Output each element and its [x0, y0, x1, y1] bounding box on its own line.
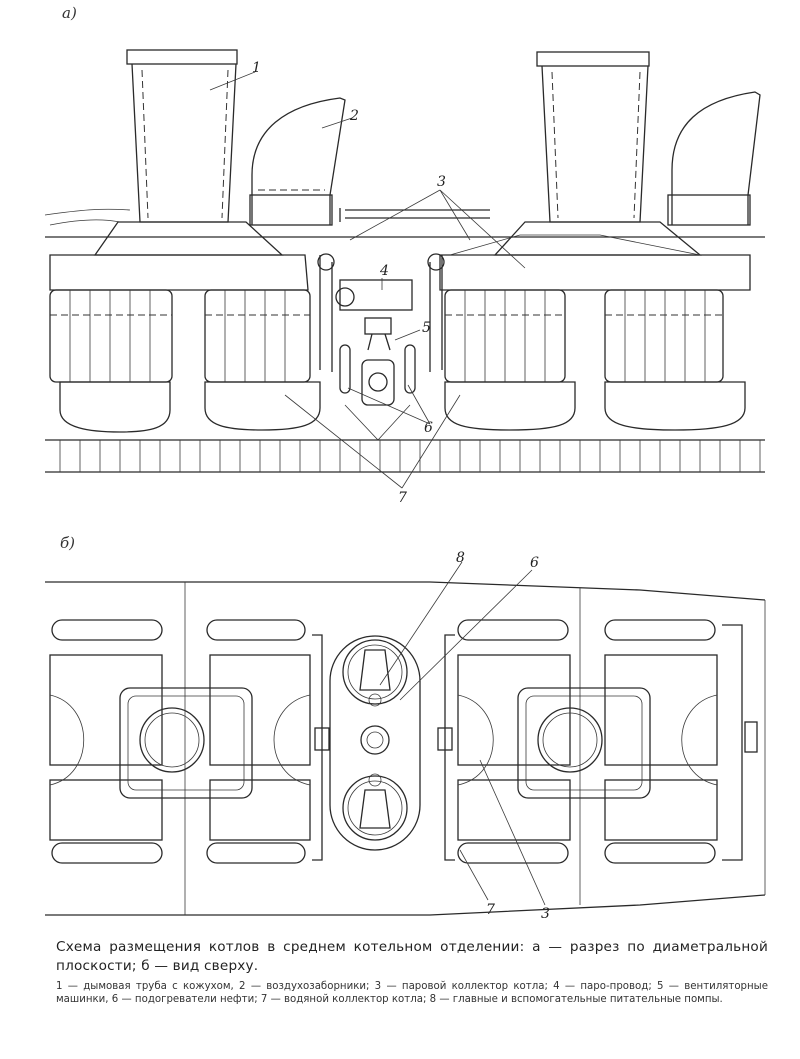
hull-bottom	[45, 894, 766, 916]
callout-b-3: 3	[541, 906, 550, 922]
funnel-left	[93, 49, 284, 256]
figure-caption: Схема размещения котлов в среднем котель…	[56, 938, 768, 1006]
boiler-group-right	[437, 619, 758, 864]
section-view: а)	[44, 4, 765, 506]
hull-top	[45, 581, 766, 601]
fan-unit	[361, 359, 395, 406]
steam-collector-hood-1	[49, 254, 309, 291]
caption-legend: 1 — дымовая труба с кожухом, 2 — воздухо…	[56, 981, 768, 1005]
oil-heater-right	[404, 344, 416, 394]
water-collectors	[59, 381, 746, 433]
double-bottom	[45, 439, 765, 473]
callout-2: 2	[349, 108, 359, 124]
leader-lines-a	[209, 71, 526, 489]
panel-label-b: б)	[60, 534, 75, 552]
callout-7: 7	[398, 490, 407, 506]
oil-heater-left	[339, 344, 351, 394]
boiler-group-left	[49, 619, 330, 864]
central-pump-room	[329, 635, 421, 851]
callout-3: 3	[437, 174, 446, 190]
callout-b-8: 8	[456, 550, 465, 566]
central-machinery	[317, 253, 445, 441]
floor-frames	[59, 440, 761, 472]
callout-6: 6	[424, 420, 433, 436]
air-intake-left	[249, 97, 346, 226]
steam-collector-hood-2	[439, 254, 751, 291]
callout-5: 5	[422, 320, 431, 336]
boiler-bodies	[49, 289, 724, 383]
plan-view: б)	[45, 534, 766, 922]
panel-label-a: а)	[62, 4, 77, 22]
steam-pipe-block	[339, 279, 413, 311]
callout-b-6: 6	[530, 555, 539, 571]
caption-title: Схема размещения котлов в среднем котель…	[56, 939, 768, 974]
leader-lines-b	[379, 561, 546, 906]
callout-4: 4	[379, 263, 389, 279]
callout-1: 1	[252, 60, 261, 76]
boiler-room-diagram: а)	[44, 4, 766, 922]
air-intake-right	[667, 91, 761, 226]
callout-b-7: 7	[486, 902, 495, 918]
